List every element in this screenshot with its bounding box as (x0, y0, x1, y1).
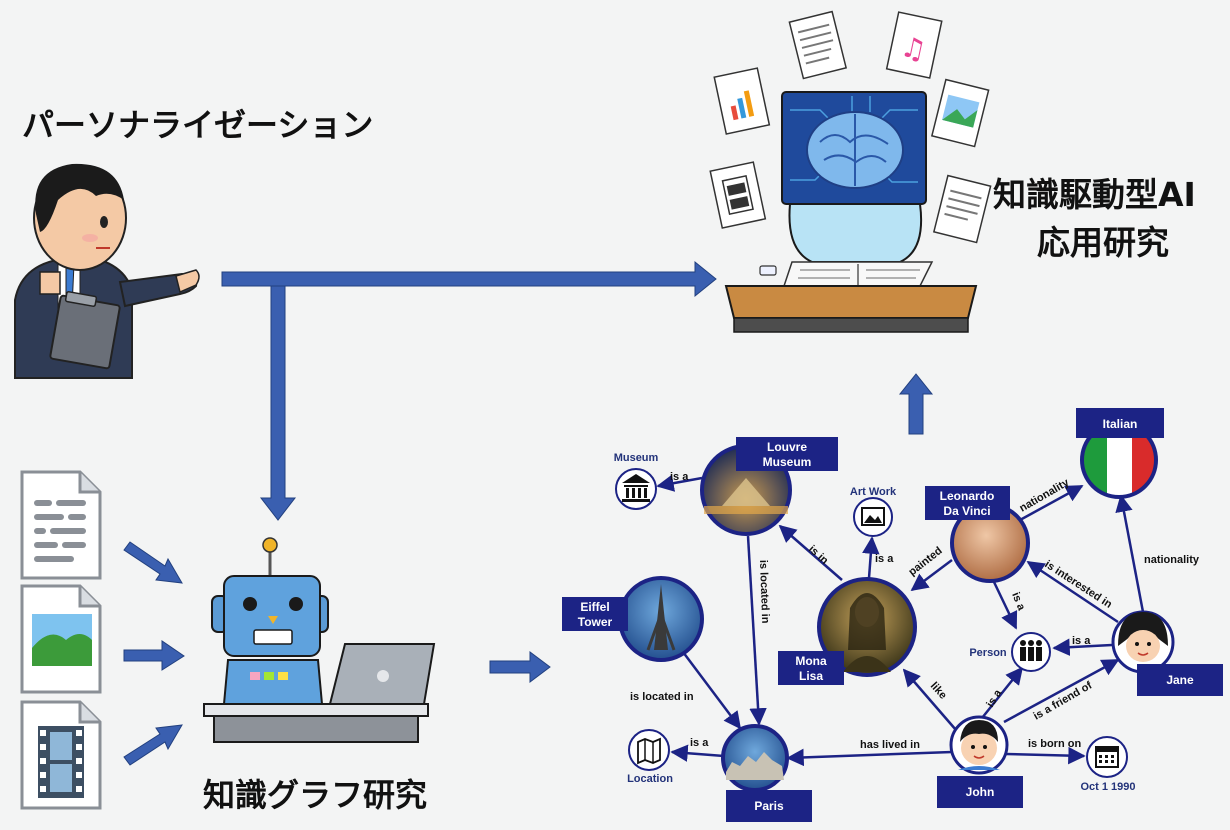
john-node: John (937, 715, 1023, 808)
leonardo-label-line2: Da Vinci (943, 504, 990, 518)
floating-document-icons: ♫ (709, 10, 992, 244)
edge-label-john-mona: like (928, 680, 949, 702)
video-document-icon (20, 700, 102, 810)
edge-john-date (1005, 746, 1086, 765)
knowledge-driven-ai-title-line2: 応用研究 (1037, 223, 1169, 262)
edge-john-mona (902, 668, 957, 731)
edge-label-louvre-paris: is located in (757, 560, 771, 624)
arrow-doc-to-robot (123, 541, 183, 584)
edge-label-jane-italian: nationality (1144, 554, 1200, 566)
personalization-title: パーソナライゼーション (22, 106, 374, 144)
edge-label-eiffel-paris: is located in (630, 691, 694, 703)
arrow-up-to-ai (898, 373, 934, 435)
knowledge-graph: is a is located in is in is a painted is… (562, 408, 1223, 822)
arrow-image-to-robot (123, 640, 185, 671)
edge-mona-artwork (862, 536, 880, 579)
edge-john-jane (1003, 658, 1120, 724)
knowledge-graph-research-title: 知識グラフ研究 (203, 776, 428, 814)
edge-louvre-paris (746, 535, 767, 726)
artwork-class-label: Art Work (850, 486, 897, 498)
louvre-label-line1: Louvre (767, 440, 807, 454)
museum-class-node: Museum (614, 452, 659, 510)
edge-label-leonardo-mona: painted (906, 545, 944, 579)
knowledge-driven-ai-illustration: ♫ (709, 10, 992, 333)
edge-john-paris (786, 748, 953, 767)
john-label: John (966, 785, 995, 799)
paris-node: Paris (721, 724, 812, 822)
edge-label-leonardo-person: is a (1009, 591, 1027, 613)
museum-class-label: Museum (614, 452, 659, 464)
edge-label-paris-location: is a (690, 737, 709, 749)
mona-label-line1: Mona (795, 654, 827, 668)
eiffel-label-line2: Tower (578, 615, 613, 629)
flow-arrows (123, 260, 934, 766)
artwork-class-node: Art Work (850, 486, 897, 537)
edge-john-person (981, 666, 1024, 719)
edge-jane-person (1052, 638, 1113, 656)
italian-node: Italian (1076, 408, 1164, 499)
mona-label-line2: Lisa (799, 669, 823, 683)
edge-label-john-date: is born on (1028, 738, 1081, 750)
edge-label-jane-leonardo: is interested in (1042, 558, 1114, 610)
edge-paris-location (670, 744, 725, 762)
location-class-node: Location (627, 729, 673, 785)
mona-lisa-node: Mona Lisa (778, 577, 917, 685)
person-class-node: Person (969, 632, 1051, 672)
arrow-video-to-robot (123, 724, 183, 766)
edge-label-louvre-museum: is a (670, 471, 689, 483)
businessman-illustration (14, 163, 200, 379)
edge-jane-italian (1115, 494, 1145, 613)
arrow-down-to-robot (259, 285, 297, 521)
date-class-node: Oct 1 1990 (1080, 736, 1136, 793)
arrow-to-ai (221, 260, 717, 298)
eiffel-tower-node: Eiffel Tower (562, 576, 704, 662)
italian-label: Italian (1103, 417, 1138, 431)
edge-label-john-paris: has lived in (860, 739, 920, 751)
leonardo-da-vinci-node: Leonardo Da Vinci (925, 486, 1030, 583)
knowledge-driven-ai-title-line1: 知識駆動型AI (993, 175, 1196, 214)
edge-label-jane-person: is a (1072, 635, 1091, 647)
edge-leonardo-mona (910, 559, 953, 592)
edge-eiffel-paris (679, 647, 742, 730)
robot-illustration (203, 537, 436, 743)
kg-edges (656, 474, 1145, 767)
louvre-label-line2: Museum (763, 455, 812, 469)
edge-mona-louvre (778, 524, 843, 581)
edge-label-mona-artwork: is a (875, 553, 894, 565)
edge-leonardo-person (992, 581, 1018, 630)
person-class-label: Person (969, 647, 1007, 659)
edge-jane-leonardo (1026, 560, 1119, 624)
edge-leonardo-italian (1019, 484, 1084, 522)
leonardo-label-line1: Leonardo (940, 489, 995, 503)
date-class-label: Oct 1 1990 (1080, 781, 1135, 793)
jane-node: Jane (1111, 610, 1223, 696)
text-document-icon (20, 470, 102, 580)
jane-label: Jane (1166, 673, 1194, 687)
location-class-label: Location (627, 773, 673, 785)
edge-label-mona-louvre: is in (806, 543, 831, 567)
arrow-to-kg (489, 651, 551, 683)
edge-louvre-museum (656, 474, 703, 492)
eiffel-label-line1: Eiffel (580, 600, 609, 614)
louvre-museum-node: Louvre Museum (700, 437, 838, 536)
paris-label: Paris (754, 799, 784, 813)
image-document-icon (20, 584, 102, 694)
edge-label-john-person: is a (984, 687, 1004, 710)
